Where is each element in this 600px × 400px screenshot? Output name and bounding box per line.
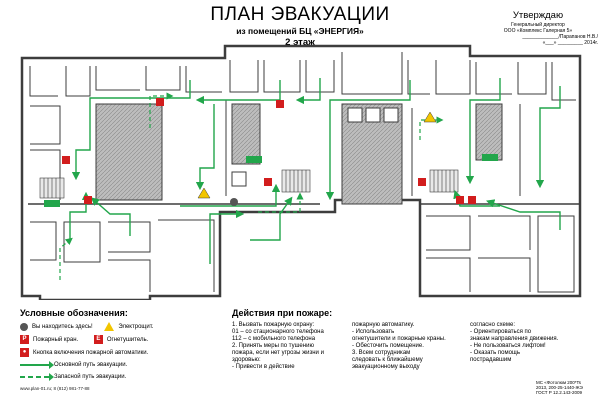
standard-line: ГОСТ Р 12.2.143-2009 — [536, 390, 583, 395]
approval-heading: Утверждаю — [512, 10, 564, 21]
main-evacuation-routes — [69, 78, 561, 264]
standards-footer: МС «Фотолюм 200*Ts 2013, 200-25-1440-ЖЭ … — [536, 380, 598, 395]
action-line: 3. Всем сотрудникам — [352, 350, 411, 356]
standard-line: 2013, 200-25-1440-ЖЭ — [536, 385, 583, 390]
approval-company: ООО «Комплекс Галерная 5» — [503, 28, 573, 34]
action-line: - Использовать — [352, 329, 395, 335]
action-line: - Оказать помощь — [470, 350, 520, 356]
exit-sign-icon — [44, 200, 60, 207]
extinguisher-icon: E — [93, 335, 103, 345]
action-line: пожара, если нет угрозы жизни и — [232, 350, 324, 356]
alarm-button-icon — [418, 178, 426, 186]
plan-subtitle: из помещений БЦ «ЭНЕРГИЯ» — [236, 26, 364, 36]
legend-heading: Условные обозначения: — [20, 308, 128, 318]
legend-label: Огнетушитель. — [106, 337, 149, 344]
exit-sign-icon — [482, 154, 498, 161]
reserve-route-icon — [20, 372, 54, 381]
main-route-icon — [20, 360, 54, 369]
action-line: - Ориентироваться по — [470, 329, 532, 335]
fire-hose-icon — [156, 98, 164, 106]
action-line: эвакуационному выходу — [352, 364, 420, 370]
electric-panel-icon — [197, 187, 211, 199]
approval-position: Генеральный директор — [511, 22, 565, 28]
fire-hose-icon — [456, 196, 464, 204]
actions-col-2: пожарную автоматику. - Использовать огне… — [352, 322, 470, 371]
actions-col-3: согласно схеме: - Ориентироваться по зна… — [470, 322, 590, 364]
alarm-button-icon — [264, 178, 272, 186]
interior-walls — [29, 52, 576, 293]
extinguisher-icon — [62, 156, 70, 164]
floor-label: 2 этаж — [285, 37, 315, 48]
you-are-here-icon — [20, 322, 28, 331]
reserve-evacuation-routes — [59, 92, 444, 280]
extinguisher-icon — [84, 196, 92, 204]
action-line: пострадавшим — [470, 357, 512, 363]
legend: Условные обозначения: Вы находитесь здес… — [20, 308, 220, 381]
action-line: пожарную автоматику. — [352, 322, 415, 328]
fire-equipment-icons — [44, 98, 498, 207]
legend-label: Электрощит. — [118, 324, 154, 331]
approval-block: Утверждаю Генеральный директор ООО «Комп… — [478, 10, 598, 46]
legend-label: Запасной путь эвакуации. — [54, 374, 127, 381]
legend-label: Пожарный кран. — [33, 337, 79, 344]
electric-panel-icon — [104, 322, 115, 331]
website-footer: www.plan-01.ru; 8 (812) 981-77-88 — [20, 386, 90, 391]
fire-hose-icon: P — [20, 335, 29, 345]
hatched-area-4 — [475, 103, 503, 161]
action-line: здоровью: — [232, 357, 261, 363]
hatched-area-1 — [95, 103, 163, 201]
action-line: 1. Вызвать пожарную охрану: — [232, 322, 315, 328]
legend-label: Основной путь эвакуации. — [54, 362, 128, 369]
electric-panel-icon — [423, 111, 437, 123]
legend-row: Вы находитесь здесь! Электрощит. — [20, 322, 220, 331]
action-line: огнетушители и пожарные краны. — [352, 336, 446, 342]
legend-label: Кнопка включения пожарной автоматики. — [33, 350, 149, 357]
hatched-area-2 — [231, 103, 261, 165]
action-line: следовать к ближайшему — [352, 357, 423, 363]
stairwell-2 — [281, 169, 311, 193]
stairwell-1 — [39, 177, 65, 199]
approval-date: «___» _________ 2014г. — [542, 40, 598, 46]
elevator-block — [231, 107, 399, 187]
standard-line: МС «Фотолюм 200*Ts — [536, 380, 582, 385]
plan-title: ПЛАН ЭВАКУАЦИИ — [210, 4, 390, 25]
stairwell-3 — [429, 169, 459, 193]
action-line: - Привести в действие — [232, 364, 295, 370]
fire-hose-icon — [276, 100, 284, 108]
alarm-button-icon: ● — [20, 348, 29, 358]
you-are-here-icon — [230, 198, 238, 206]
legend-row: ● Кнопка включения пожарной автоматики. — [20, 348, 220, 358]
approval-signature: _____________/Парапанов Н.В./ — [522, 34, 598, 40]
action-line: 01 – со стационарного телефона — [232, 329, 324, 335]
action-line: знакам направления движения. — [470, 336, 559, 342]
extinguisher-icon — [468, 196, 476, 204]
legend-label: Вы находитесь здесь! — [32, 324, 93, 331]
building-walls — [20, 44, 582, 300]
action-line: 112 – с мобильного телефона — [232, 336, 316, 342]
exit-sign-icon — [246, 156, 262, 163]
floor-plan — [20, 44, 582, 300]
actions-heading: Действия при пожаре: — [232, 308, 333, 318]
action-line: - Обесточить помещение. — [352, 343, 424, 349]
legend-row: Запасной путь эвакуации. — [20, 372, 220, 381]
action-line: - Не пользоваться лифтом! — [470, 343, 546, 349]
legend-row: Основной путь эвакуации. — [20, 360, 220, 369]
actions-col-1: 1. Вызвать пожарную охрану: 01 – со стац… — [232, 322, 352, 371]
action-line: 2. Принять меры по тушению — [232, 343, 314, 349]
action-line: согласно схеме: — [470, 322, 516, 328]
